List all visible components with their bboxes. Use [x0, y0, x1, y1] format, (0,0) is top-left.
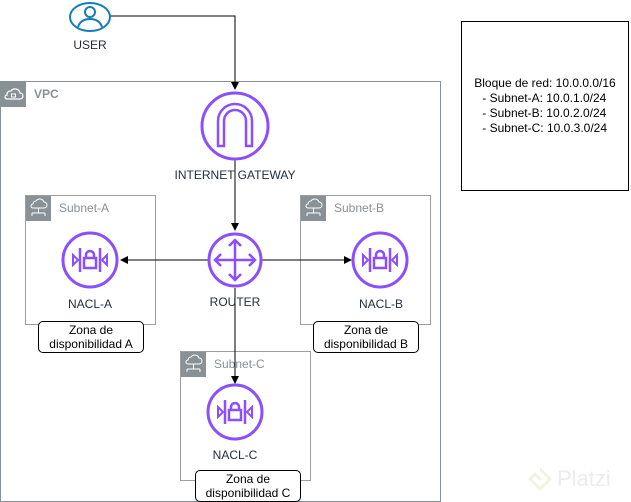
nacl-c-label: NACL-C: [212, 448, 258, 462]
zone-b-line1: Zona de: [343, 323, 389, 337]
internet-gateway-node[interactable]: [200, 91, 270, 161]
router-node[interactable]: [207, 232, 263, 288]
subnet-a-label: Subnet-A: [59, 201, 110, 215]
subnet-icon: [301, 196, 326, 221]
nacl-a-node[interactable]: [61, 231, 119, 289]
router-icon: [207, 232, 263, 288]
platzi-watermark-text: Platzi: [557, 466, 611, 491]
user-to-gateway-edge: [110, 15, 239, 90]
zone-c-label: Zona de disponibilidad C: [195, 470, 301, 502]
nacl-a-label: NACL-A: [67, 297, 112, 311]
network-info-box: Bloque de red: 10.0.0.0/16 - Subnet-A: 1…: [461, 21, 629, 191]
zone-a-line1: Zona de: [68, 323, 114, 337]
nacl-b-icon: [351, 231, 409, 289]
subnet-b-label: Subnet-B: [334, 201, 385, 215]
user-label: USER: [73, 38, 107, 52]
nacl-b-label: NACL-B: [358, 297, 403, 311]
platzi-watermark: Platzi: [525, 462, 631, 498]
zone-a-line2: disponibilidad A: [49, 337, 133, 351]
user-icon: [69, 2, 111, 32]
zone-a-label: Zona de disponibilidad A: [38, 321, 144, 353]
zone-b-label: Zona de disponibilidad B: [313, 321, 419, 353]
subnet-icon: [26, 196, 51, 221]
subnet-c-group: Subnet-C: [180, 351, 311, 481]
nacl-c-icon: [206, 383, 264, 441]
zone-c-line1: Zona de: [225, 472, 271, 486]
zone-b-line2: disponibilidad B: [323, 337, 409, 351]
subnet-c-label: Subnet-C: [214, 357, 265, 371]
router-label: ROUTER: [209, 295, 261, 309]
info-line: - Subnet-C: 10.0.3.0/24: [482, 121, 608, 135]
info-line: - Subnet-B: 10.0.2.0/24: [482, 106, 607, 120]
subnet-icon: [181, 352, 206, 377]
info-line: - Subnet-A: 10.0.1.0/24: [482, 91, 607, 105]
zone-c-line2: disponibilidad C: [205, 486, 291, 500]
nacl-b-node[interactable]: [351, 231, 409, 289]
info-line: Bloque de red: 10.0.0.0/16: [474, 76, 616, 90]
nacl-a-icon: [61, 231, 119, 289]
user-node[interactable]: [69, 0, 111, 34]
internet-gateway-label: INTERNET GATEWAY: [174, 168, 296, 182]
vpc-label: VPC: [34, 87, 59, 101]
internet-gateway-icon: [200, 91, 270, 161]
nacl-c-node[interactable]: [206, 383, 264, 441]
vpc-cloud-lock-icon: [1, 82, 26, 107]
platzi-logo-icon: [528, 467, 552, 491]
